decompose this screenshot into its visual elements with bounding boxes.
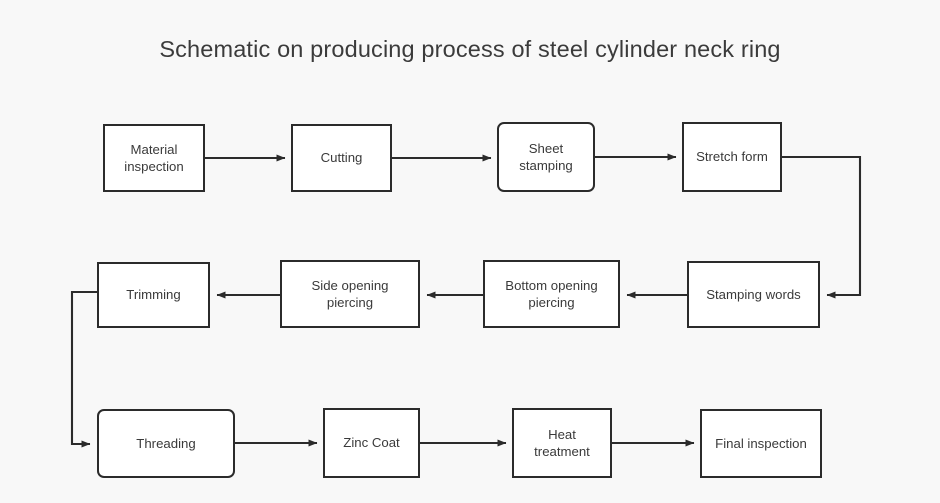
node-zinc-coat[interactable]: Zinc Coat [323,408,420,478]
node-heat-treatment[interactable]: Heat treatment [512,408,612,478]
node-material-inspection[interactable]: Material inspection [103,124,205,192]
node-stamping-words[interactable]: Stamping words [687,261,820,328]
node-final-inspection[interactable]: Final inspection [700,409,822,478]
node-label: Threading [136,435,196,451]
node-label: Final inspection [715,435,807,451]
node-sheet-stamping[interactable]: Sheet stamping [497,122,595,192]
node-cutting[interactable]: Cutting [291,124,392,192]
node-bottom-opening-piercing[interactable]: Bottom opening piercing [483,260,620,328]
node-label: Zinc Coat [343,435,400,451]
node-trimming[interactable]: Trimming [97,262,210,328]
node-label: Bottom opening piercing [505,277,598,310]
node-label: Sheet stamping [519,140,573,173]
node-side-opening-piercing[interactable]: Side opening piercing [280,260,420,328]
node-label: Cutting [320,150,363,166]
node-label: Stretch form [696,149,768,165]
page-title: Schematic on producing process of steel … [159,36,781,62]
node-label: Heat treatment [534,426,590,459]
node-label: Side opening piercing [311,277,389,310]
node-label: Trimming [126,287,181,303]
connector-trimming-to-threading [70,290,97,448]
node-threading[interactable]: Threading [97,409,235,478]
node-label: Stamping words [706,286,801,302]
node-label: Material inspection [124,141,184,174]
node-stretch-form[interactable]: Stretch form [682,122,782,192]
